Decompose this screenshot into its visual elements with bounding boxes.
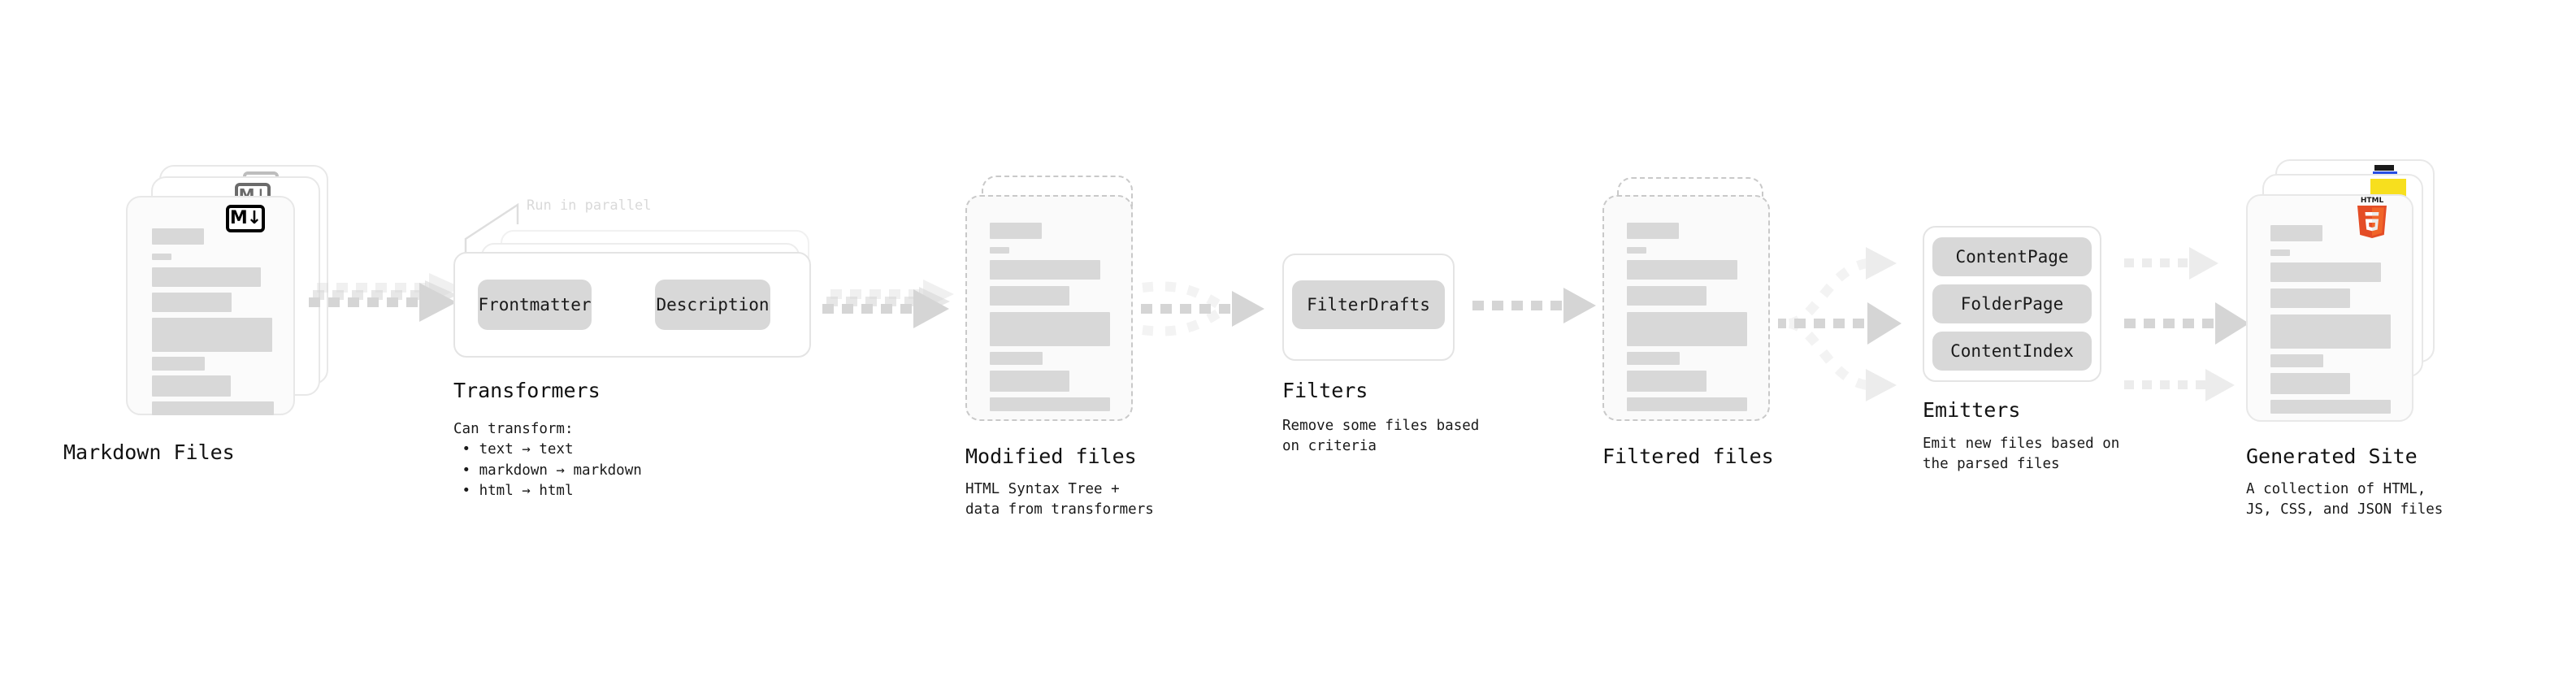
transformer-node-description[interactable]: Description	[655, 280, 770, 330]
stage-description-transformers: Can transform: • text → text • markdown …	[453, 421, 642, 500]
modified-file-card-front	[965, 195, 1133, 421]
emitter-node-folderpage[interactable]: FolderPage	[1932, 284, 2092, 323]
stage-title-markdown-files: Markdown Files	[63, 440, 235, 464]
doc-bar	[990, 260, 1100, 280]
doc-bar	[1627, 312, 1747, 346]
stage-title-modified-files: Modified files	[965, 445, 1137, 468]
doc-bar	[2270, 314, 2391, 349]
markdown-file-card-front	[126, 196, 295, 415]
transformer-node-frontmatter[interactable]: Frontmatter	[478, 280, 592, 330]
arrow-transformers-to-modified-files	[822, 280, 954, 328]
doc-bar	[2270, 225, 2322, 241]
stage-description-emitters: Emit new files based on the parsed files	[1923, 436, 2120, 473]
doc-bar	[2270, 373, 2350, 394]
markdown-badge-front: M↓	[226, 205, 265, 232]
doc-bar	[152, 267, 261, 287]
stage-description-filters: Remove some files based on criteria	[1282, 418, 1480, 455]
doc-bar	[152, 375, 231, 397]
run-in-parallel-bracket	[464, 202, 519, 258]
doc-bar	[990, 223, 1042, 239]
doc-bar	[1627, 371, 1706, 392]
doc-bar	[990, 352, 1043, 365]
stage-title-filtered-files: Filtered files	[1602, 445, 1774, 468]
doc-bar	[2270, 400, 2391, 414]
run-in-parallel-label: Run in parallel	[527, 197, 652, 214]
doc-bar	[990, 247, 1009, 254]
doc-bar	[990, 312, 1110, 346]
doc-bar	[1627, 260, 1737, 280]
doc-bar	[2270, 354, 2323, 367]
stage-title-transformers: Transformers	[453, 379, 601, 402]
arrow-filtered-files-to-emitters	[1778, 247, 1902, 401]
stage-description-modified-files: HTML Syntax Tree + data from transformer…	[965, 481, 1154, 518]
css3-icon	[2373, 165, 2397, 175]
doc-bar	[152, 228, 204, 245]
arrow-markdown-to-transformers	[309, 273, 462, 322]
doc-bar	[2270, 262, 2381, 282]
javascript-icon	[2370, 179, 2406, 197]
doc-bar	[1627, 286, 1706, 306]
stage-title-filters: Filters	[1282, 379, 1368, 402]
doc-bar	[152, 293, 232, 312]
doc-bar	[152, 254, 171, 260]
emitter-node-contentindex[interactable]: ContentIndex	[1932, 332, 2092, 371]
svg-text:HTML: HTML	[2361, 197, 2384, 205]
arrow-filters-to-filtered-files	[1472, 288, 1596, 323]
filtered-file-card-front	[1602, 195, 1770, 421]
doc-bar	[152, 401, 274, 415]
doc-bar	[2270, 288, 2350, 308]
doc-bar	[152, 318, 272, 352]
doc-bar	[990, 371, 1069, 392]
doc-bar	[2270, 249, 2290, 256]
doc-bar	[1627, 247, 1646, 254]
generated-file-card-html	[2246, 194, 2413, 422]
doc-bar	[990, 286, 1069, 306]
arrow-modified-files-to-filters	[1141, 281, 1264, 336]
doc-bar	[1627, 223, 1679, 239]
doc-bar	[1627, 397, 1747, 411]
stage-title-emitters: Emitters	[1923, 398, 2021, 422]
stage-title-generated-site: Generated Site	[2246, 445, 2418, 468]
html5-icon: HTML	[2357, 197, 2387, 238]
doc-bar	[990, 397, 1110, 411]
arrow-emitters-to-generated-site	[2124, 247, 2249, 401]
doc-bar	[152, 357, 205, 371]
filter-node-filterdrafts[interactable]: FilterDrafts	[1292, 280, 1445, 329]
emitter-node-contentpage[interactable]: ContentPage	[1932, 237, 2092, 276]
doc-bar	[1627, 352, 1680, 365]
stage-description-generated-site: A collection of HTML, JS, CSS, and JSON …	[2246, 481, 2444, 518]
